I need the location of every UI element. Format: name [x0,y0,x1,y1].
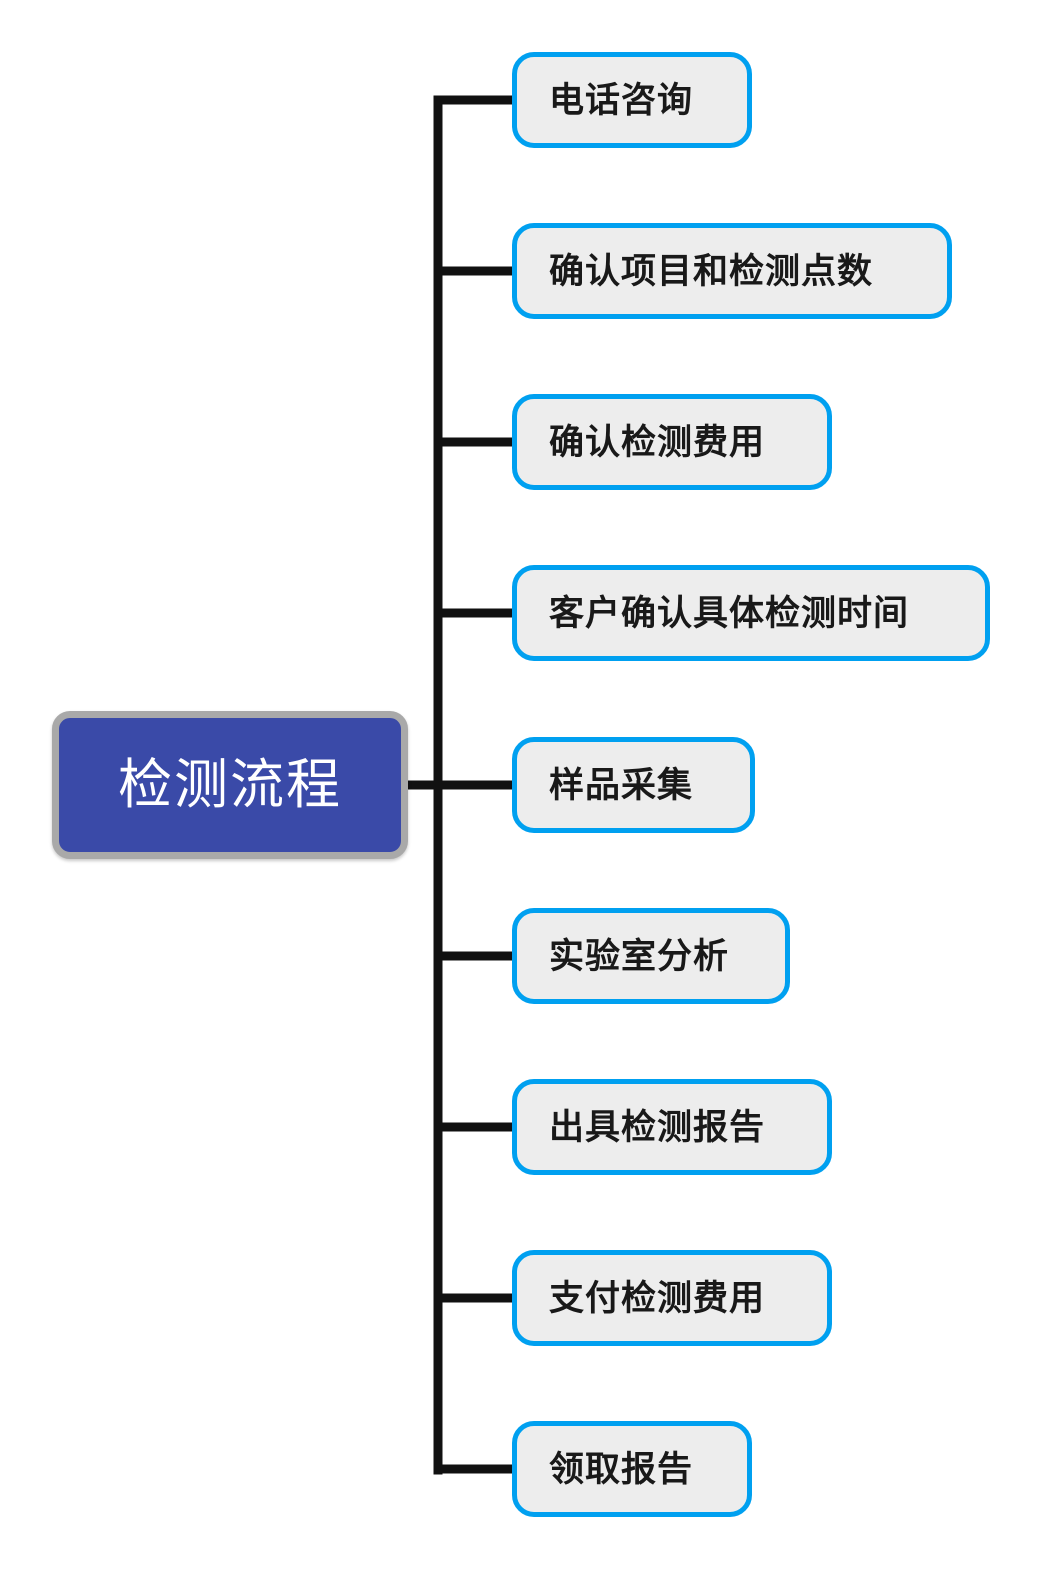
child-node-label: 样品采集 [549,765,694,805]
child-node-label: 领取报告 [549,1449,694,1489]
child-node[interactable]: 确认检测费用 [512,394,832,490]
child-node[interactable]: 领取报告 [512,1421,752,1517]
root-node-label: 检测流程 [118,755,342,815]
child-node-label: 实验室分析 [549,936,730,976]
child-node-label: 客户确认具体检测时间 [549,593,910,633]
root-node[interactable]: 检测流程 [52,711,408,859]
child-node-label: 支付检测费用 [549,1278,766,1318]
child-node-label: 电话咨询 [549,80,694,120]
child-node[interactable]: 样品采集 [512,737,755,833]
child-node[interactable]: 电话咨询 [512,52,752,148]
child-node-label: 出具检测报告 [549,1107,766,1147]
child-node[interactable]: 客户确认具体检测时间 [512,565,990,661]
child-node-label: 确认检测费用 [549,422,766,462]
child-node[interactable]: 出具检测报告 [512,1079,832,1175]
child-node[interactable]: 实验室分析 [512,908,790,1004]
child-node[interactable]: 支付检测费用 [512,1250,832,1346]
child-node[interactable]: 确认项目和检测点数 [512,223,952,319]
child-node-label: 确认项目和检测点数 [549,251,874,291]
